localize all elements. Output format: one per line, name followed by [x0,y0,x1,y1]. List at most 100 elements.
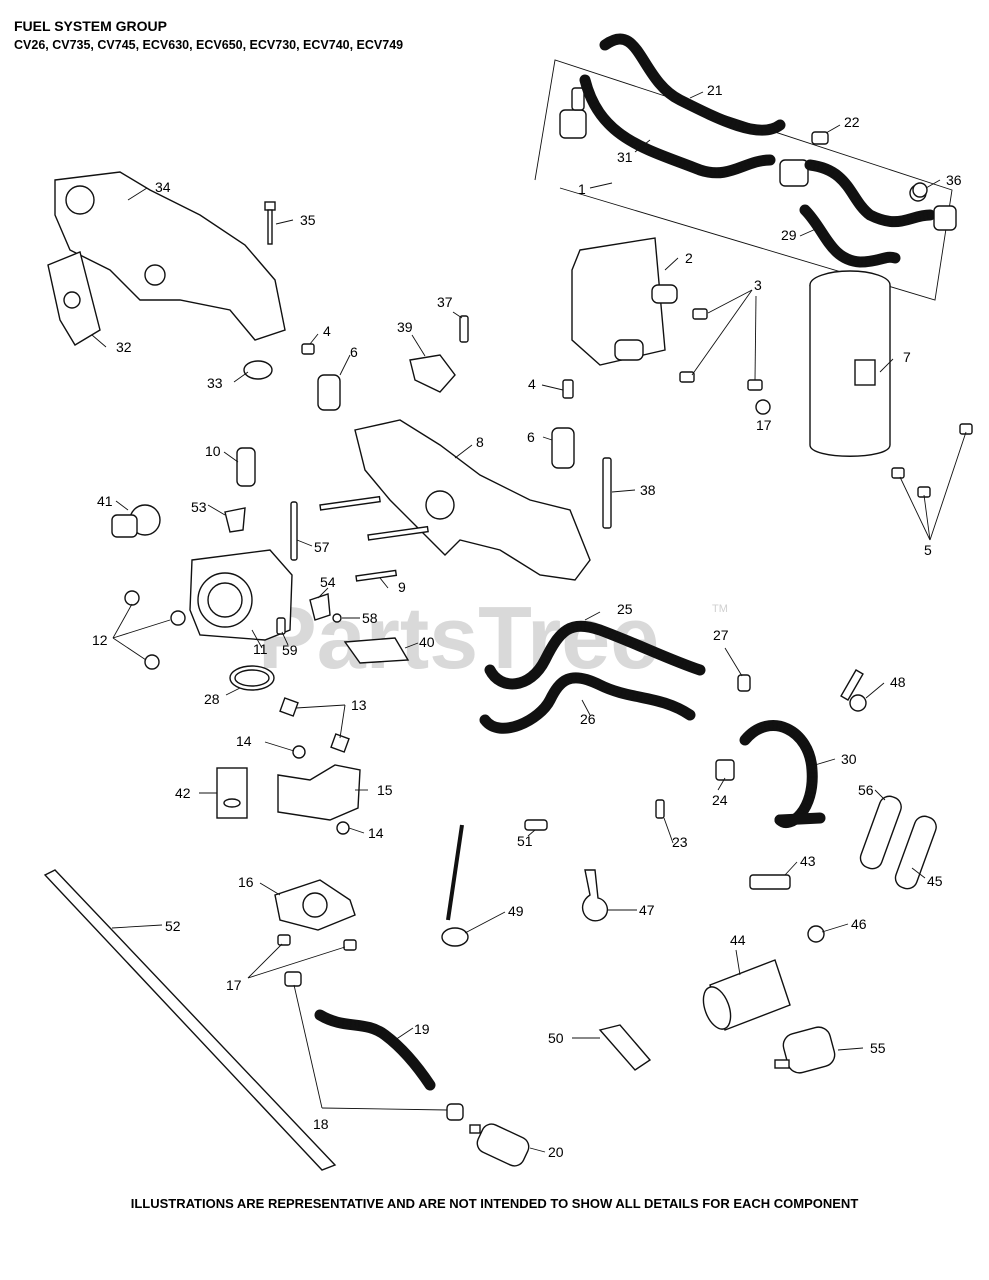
part-59-screw [276,617,286,635]
callout-3: 3 [754,277,762,293]
callout-59: 59 [282,642,298,658]
part-30-fuel-hose [739,720,826,828]
part-23-fitting [655,799,665,819]
callout-56: 56 [858,782,874,798]
callout-40: 40 [419,634,435,650]
part-12-nuts [124,590,186,670]
part-27-clip [737,674,751,692]
part-39-sensor [409,354,456,393]
callout-20: 20 [548,1144,564,1160]
callout-5: 5 [924,542,932,558]
callout-26: 26 [580,711,596,727]
disclaimer-footer: ILLUSTRATIONS ARE REPRESENTATIVE AND ARE… [130,1196,859,1211]
callout-36: 36 [946,172,962,188]
part-13-clips [279,697,350,753]
callout-29: 29 [781,227,797,243]
part-33-o-ring [243,360,273,380]
callout-55: 55 [870,1040,886,1056]
callout-22: 22 [844,114,860,130]
callout-34: 34 [155,179,171,195]
callout-49: 49 [508,903,524,919]
part-34-intake-manifold [54,171,286,341]
part-15-bracket [277,764,361,821]
callout-13: 13 [351,697,367,713]
part-49-strap [441,824,469,947]
callout-57: 57 [314,539,330,555]
callout-58: 58 [362,610,378,626]
callout-9: 9 [398,579,406,595]
callout-39: 39 [397,319,413,335]
callout-38: 38 [640,482,656,498]
part-2-fuel-pump-bracket [571,237,678,366]
part-24-connector [715,759,735,781]
callout-2: 2 [685,250,693,266]
callout-7: 7 [903,349,911,365]
callout-14-upper: 14 [236,733,252,749]
callout-37: 37 [437,294,453,310]
part-50-clip [598,1024,652,1071]
part-44-filter [702,959,791,1031]
part-52-tube [43,869,337,1171]
part-53-fitting [224,507,246,533]
hose-kit-outline [534,59,953,301]
part-41-elbow [111,504,161,538]
callout-23: 23 [672,834,688,850]
part-58-nut [332,613,342,623]
callout-50: 50 [548,1030,564,1046]
part-57-rod [290,501,298,561]
callout-1: 1 [578,181,586,197]
callout-16: 16 [238,874,254,890]
callout-51: 51 [517,833,533,849]
part-42-decal [216,767,248,819]
callout-54: 54 [320,574,336,590]
part-45-sleeve [894,815,937,890]
callout-27: 27 [713,627,729,643]
callout-52: 52 [165,918,181,934]
part-54-bracket [309,593,331,621]
callout-30: 30 [841,751,857,767]
part-7-fuel-pump-module [809,270,891,457]
part-17-clip-upper [755,399,771,415]
model-list: CV26, CV735, CV745, ECV630, ECV650, ECV7… [14,38,404,52]
part-48-clamp [840,669,867,712]
part-26-fuel-hose [479,672,696,734]
callout-14-lower: 14 [368,825,384,841]
part-55-fuel-filter [774,1026,836,1074]
part-35-bolt [264,201,276,245]
callout-45: 45 [927,873,943,889]
part-20-fuel-filter [469,1123,530,1167]
part-38-bolt [602,457,612,529]
callout-17-upper: 17 [756,417,772,433]
callout-46: 46 [851,916,867,932]
callout-15: 15 [377,782,393,798]
part-47-clamp [581,869,608,922]
part-17-screws-lower [277,934,357,951]
part-6-fuel-injector-right [551,427,575,469]
diagram-title: FUEL SYSTEM GROUP [14,18,167,34]
callout-8: 8 [476,434,484,450]
callout-41: 41 [97,493,113,509]
part-40-gasket [343,637,410,664]
part-46-clamp [807,925,825,943]
callout-53: 53 [191,499,207,515]
callout-35: 35 [300,212,316,228]
leader-lines [91,91,967,1153]
part-18-clamps [284,971,464,1121]
callout-24: 24 [712,792,728,808]
part-3-screws [679,308,763,391]
callout-6-left: 6 [350,344,358,360]
callout-42: 42 [175,785,191,801]
callout-19: 19 [414,1021,430,1037]
part-29-fuel-line-assembly [799,159,957,268]
callout-48: 48 [890,674,906,690]
part-51-fitting [524,819,548,831]
part-28-o-ring [229,665,275,691]
callout-labels: 1 2 3 4 4 5 6 6 7 8 9 10 11 12 13 14 14 … [92,82,962,1160]
callout-18: 18 [313,1116,329,1132]
callout-6-right: 6 [527,429,535,445]
part-22-clamp [811,131,829,145]
part-56-sleeve [859,795,902,870]
callout-47: 47 [639,902,655,918]
callout-21: 21 [707,82,723,98]
part-36-fitting [912,182,928,198]
